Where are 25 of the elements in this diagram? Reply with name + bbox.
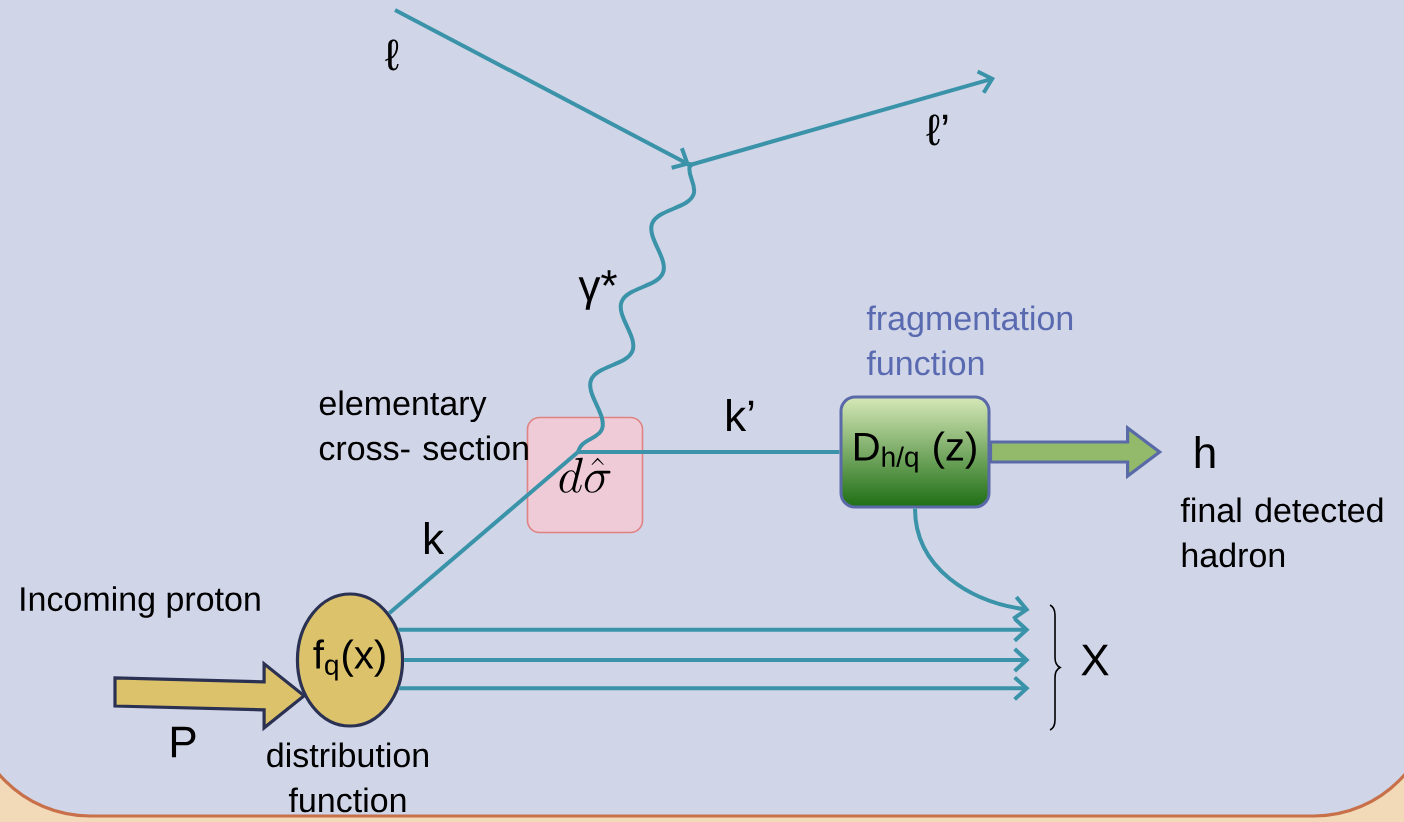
- block-arrow: [113, 660, 307, 732]
- edge-label: k: [425, 522, 445, 554]
- edge-label: ℓ: [385, 39, 399, 71]
- arrow: [913, 508, 1030, 621]
- line: [387, 450, 580, 615]
- node-caption: final detected hadron: [1180, 497, 1383, 568]
- line: [578, 450, 840, 454]
- arrow: [689, 69, 995, 167]
- arrow: [394, 8, 690, 170]
- arrow: [399, 675, 1030, 701]
- fragmentation-box: D$_{h/q}$ (z): [839, 395, 991, 509]
- text-label: Incoming proton: [21, 586, 260, 618]
- arrow: [398, 617, 1030, 643]
- wavy-line: [576, 164, 697, 453]
- node-caption: elementary cross- section: [319, 390, 528, 461]
- block-arrow: [988, 424, 1163, 480]
- edge-label: ℓ’: [926, 114, 948, 146]
- arrow: [404, 647, 1030, 673]
- node-caption: fragmentation function: [866, 305, 1073, 376]
- particle-label: h: [1195, 436, 1215, 468]
- edge-label: k’: [727, 399, 754, 431]
- particle-label: X: [1081, 644, 1109, 676]
- node-caption: distribution function: [267, 742, 428, 813]
- edge-label: P: [171, 726, 196, 758]
- edge-label: γ*: [578, 270, 617, 310]
